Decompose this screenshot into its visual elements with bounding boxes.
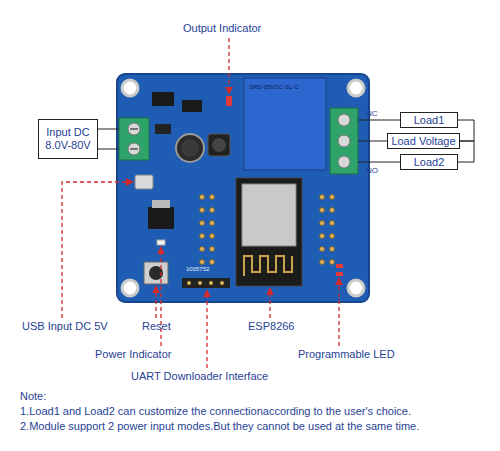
callout-label: UART Downloader Interface [131,370,268,382]
load-box: Load1 [400,112,458,128]
callout-label: ESP8266 [248,320,294,332]
esp-module [236,178,302,286]
usb-port [135,175,153,189]
regulator [148,207,174,229]
load-box: Load Voltage [387,133,460,149]
input-box: Input DC 8.0V-80V [38,119,98,159]
capacitor [176,134,204,162]
reset-button [144,262,168,284]
callout-label: Power Indicator [95,348,171,360]
note-heading: Note: [20,390,46,402]
box-text: Load Voltage [391,135,455,148]
input-terminal [119,118,149,160]
output-terminal [330,108,358,174]
terminal-label: NO [366,166,378,175]
box-text: Load2 [414,156,445,169]
uart-header [182,278,230,288]
antenna-trace [244,256,292,276]
relay [244,78,326,170]
note-text: 2.Module support 2 power input modes.But… [20,420,419,432]
box-text: Input DC 8.0V-80V [39,126,97,151]
load-box: Load2 [400,154,458,170]
callout-label: USB Input DC 5V [22,320,108,332]
callout-label: Output Indicator [183,22,261,34]
bracket-connector [458,120,474,141]
terminal-label: NC [366,109,378,118]
pcb-board [117,74,369,302]
callout-label: Programmable LED [298,348,395,360]
leader-line [62,38,339,368]
box-text: Load1 [414,114,445,127]
note-text: 1.Load1 and Load2 can customize the conn… [20,405,411,417]
relay-marking: SRD-05VDC-SL-C [249,84,299,90]
callout-label: Reset [142,320,171,332]
terminal-wire [98,129,119,149]
pin-header [200,195,215,265]
board-marking: 1005752 [186,266,209,272]
bracket-connector [458,141,474,162]
inductor [208,134,230,156]
pin-header [320,195,335,265]
